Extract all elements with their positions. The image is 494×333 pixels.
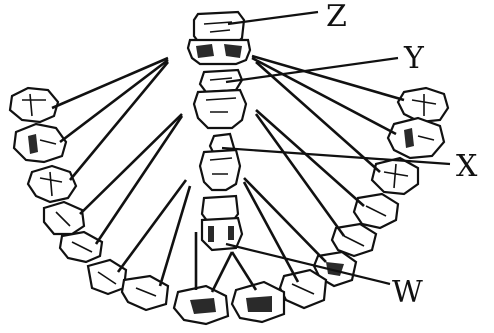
tooth-x xyxy=(200,134,240,190)
right-premolar-2 xyxy=(354,194,398,228)
label-y: Y xyxy=(403,41,425,76)
tooth-z xyxy=(188,12,250,64)
label-z: Z xyxy=(326,0,347,34)
label-w: W xyxy=(392,275,423,310)
right-molar-3 xyxy=(398,88,448,122)
isolated-teeth-column xyxy=(188,12,250,250)
tooth-w xyxy=(202,196,242,250)
left-molar-1 xyxy=(28,166,76,202)
left-premolar-2 xyxy=(44,202,84,234)
left-central-incisor xyxy=(174,286,228,324)
right-central-incisor xyxy=(232,282,284,322)
left-premolar-1 xyxy=(60,232,102,262)
pointer-y xyxy=(226,58,398,82)
left-molar-3 xyxy=(10,88,58,122)
tooth-y xyxy=(194,70,246,128)
right-lateral-incisor xyxy=(280,270,326,308)
right-molar-1 xyxy=(372,158,418,194)
label-x: X xyxy=(456,149,478,184)
right-molar-2 xyxy=(388,118,444,158)
left-canine xyxy=(88,260,126,294)
left-molar-2 xyxy=(14,124,66,162)
